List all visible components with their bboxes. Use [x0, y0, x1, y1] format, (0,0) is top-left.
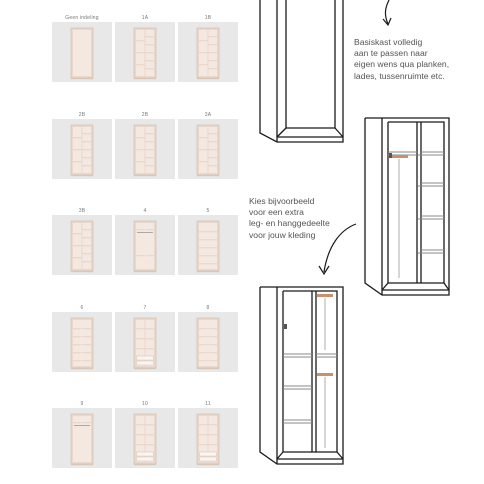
variant-label: 9: [80, 401, 84, 407]
variant-thumbnail: [115, 215, 175, 275]
variant-label: 6: [80, 305, 84, 311]
variant-card: 4: [115, 207, 175, 275]
variant-label: Geen indeling: [65, 15, 99, 21]
variant-thumbnail: [52, 215, 112, 275]
basic-cabinet-drawing: [259, 0, 344, 143]
variant-thumbnail: [115, 22, 175, 82]
variant-thumbnail: [178, 119, 238, 179]
variant-label: 5: [206, 208, 210, 214]
variant-card: 3A: [178, 111, 238, 179]
cabinet-hang-shelves-drawing: [364, 117, 450, 296]
variant-thumbnail: [178, 22, 238, 82]
variant-card: 3B: [52, 207, 112, 275]
variant-label: 3A: [204, 112, 212, 118]
cabinet-extra-drawing: [259, 286, 344, 465]
variant-label: 10: [142, 401, 148, 407]
variant-card: 5: [178, 207, 238, 275]
variant-thumbnail: [115, 312, 175, 372]
variant-label: 8: [206, 305, 210, 311]
variant-card: 1A: [115, 14, 175, 82]
variant-label: 1B: [204, 15, 212, 21]
note-basis: Basiskast volledig aan te passen naar ei…: [354, 37, 450, 81]
variant-label: 2B: [141, 112, 149, 118]
variant-label: 3B: [78, 208, 86, 214]
variant-label: 2B: [78, 112, 86, 118]
arrow-curve-icon: [318, 223, 357, 276]
variant-card: Geen indeling: [52, 14, 112, 82]
variant-card: 10: [115, 400, 175, 468]
variant-label: 1A: [141, 15, 149, 21]
variant-card: 2B: [115, 111, 175, 179]
variant-thumbnail: [52, 408, 112, 468]
variant-thumbnail: [178, 215, 238, 275]
variant-thumbnail: [52, 22, 112, 82]
variant-thumbnail: [52, 312, 112, 372]
variant-label: 7: [143, 305, 147, 311]
variant-card: 11: [178, 400, 238, 468]
variant-card: 2B: [52, 111, 112, 179]
arrow-down-icon: [382, 0, 392, 27]
variant-card: 6: [52, 304, 112, 372]
variant-card: 1B: [178, 14, 238, 82]
variant-thumbnail: [178, 312, 238, 372]
variant-card: 8: [178, 304, 238, 372]
variant-card: 7: [115, 304, 175, 372]
variant-card: 9: [52, 400, 112, 468]
variant-thumbnail: [52, 119, 112, 179]
variant-label: 11: [205, 401, 211, 407]
variant-thumbnail: [178, 408, 238, 468]
variant-label: 4: [143, 208, 147, 214]
variant-thumbnail: [115, 119, 175, 179]
variant-thumbnail: [115, 408, 175, 468]
note-example: Kies bijvoorbeeld voor een extra leg- en…: [249, 196, 330, 240]
